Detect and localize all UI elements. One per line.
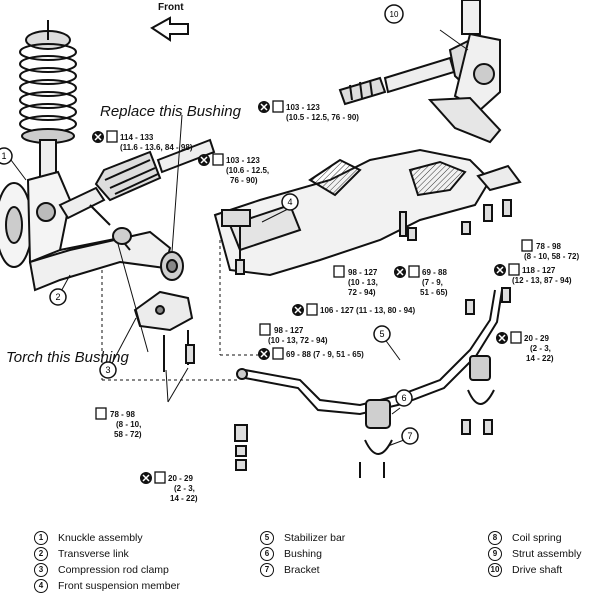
torque-spec: 118 - 127 (12 - 13, 87 - 94) bbox=[494, 263, 572, 285]
part-number-7: 7 bbox=[401, 427, 419, 445]
torque-spec: 114 - 133 (11.6 - 13.6, 84 - 98) bbox=[92, 130, 193, 152]
knuckle-right bbox=[427, 0, 502, 144]
stabilizer-bushing bbox=[365, 355, 491, 429]
coil-spring-strut bbox=[19, 20, 77, 181]
svg-text:2: 2 bbox=[55, 292, 60, 302]
svg-text:7: 7 bbox=[407, 431, 412, 441]
svg-text:(8 - 10, 58 - 72): (8 - 10, 58 - 72) bbox=[524, 252, 579, 261]
svg-text:14 - 22): 14 - 22) bbox=[526, 354, 554, 363]
callout-torch-bushing: Torch this Bushing bbox=[6, 349, 130, 366]
stabilizer-bracket bbox=[359, 389, 495, 478]
svg-text:69 - 88 (7 - 9, 51 - 65): 69 - 88 (7 - 9, 51 - 65) bbox=[286, 350, 364, 359]
svg-text:78 - 98: 78 - 98 bbox=[536, 242, 561, 251]
svg-text:(2 - 3,: (2 - 3, bbox=[174, 484, 195, 493]
bushing-replace bbox=[160, 251, 184, 281]
knuckle-hub bbox=[0, 170, 72, 268]
svg-text:1: 1 bbox=[1, 151, 6, 161]
torque-spec: 98 - 127 (10 - 13, 72 - 94) bbox=[333, 265, 378, 297]
svg-text:10: 10 bbox=[390, 10, 399, 19]
front-arrow-icon bbox=[150, 16, 189, 42]
torque-spec: 106 - 127 (11 - 13, 80 - 94) bbox=[292, 303, 416, 316]
part-number-5: 5 bbox=[373, 325, 391, 343]
torque-spec: 98 - 127 (10 - 13, 72 - 94) bbox=[259, 323, 328, 345]
leader-lines bbox=[7, 29, 469, 447]
part-number-10: 10 bbox=[384, 4, 404, 24]
svg-text:76 - 90): 76 - 90) bbox=[230, 176, 258, 185]
svg-text:69 - 88: 69 - 88 bbox=[422, 268, 447, 277]
front-label: Front bbox=[158, 2, 184, 13]
stabilizer-mount bbox=[476, 164, 522, 192]
svg-text:(11.6 - 13.6, 84 - 98): (11.6 - 13.6, 84 - 98) bbox=[120, 143, 193, 152]
svg-text:(10 - 13, 72 - 94): (10 - 13, 72 - 94) bbox=[268, 336, 328, 345]
svg-text:(10 - 13,: (10 - 13, bbox=[348, 278, 378, 287]
part-number-2: 2 bbox=[49, 288, 67, 306]
svg-text:20 - 29: 20 - 29 bbox=[524, 334, 549, 343]
compression-rod-clamp bbox=[133, 290, 194, 372]
bolts bbox=[89, 199, 512, 471]
svg-text:14 - 22): 14 - 22) bbox=[170, 494, 198, 503]
svg-text:98 - 127: 98 - 127 bbox=[274, 326, 304, 335]
svg-text:58 - 72): 58 - 72) bbox=[114, 430, 142, 439]
torque-spec: 69 - 88 (7 - 9, 51 - 65) bbox=[394, 265, 448, 297]
svg-text:72 - 94): 72 - 94) bbox=[348, 288, 376, 297]
svg-text:6: 6 bbox=[401, 393, 406, 403]
svg-text:3: 3 bbox=[105, 365, 110, 375]
svg-text:114 - 133: 114 - 133 bbox=[120, 133, 154, 142]
svg-text:20 - 29: 20 - 29 bbox=[168, 474, 193, 483]
part-number-3: 3 bbox=[99, 361, 117, 379]
svg-text:(8 - 10,: (8 - 10, bbox=[116, 420, 141, 429]
drive-shaft-left bbox=[58, 138, 216, 220]
torque-spec: 69 - 88 (7 - 9, 51 - 65) bbox=[258, 347, 364, 360]
torque-spec: 103 - 123 (10.6 - 12.5, 76 - 90) bbox=[198, 153, 269, 185]
svg-text:98 - 127: 98 - 127 bbox=[348, 268, 378, 277]
svg-text:4: 4 bbox=[287, 197, 292, 207]
svg-text:118 - 127: 118 - 127 bbox=[522, 266, 556, 275]
part-number-6: 6 bbox=[395, 389, 413, 407]
svg-text:(10.5 - 12.5, 76 - 90): (10.5 - 12.5, 76 - 90) bbox=[286, 113, 359, 122]
torque-spec: 20 - 29 (2 - 3, 14 - 22) bbox=[140, 471, 198, 503]
torque-spec: 20 - 29 (2 - 3, 14 - 22) bbox=[496, 331, 554, 363]
part-number-4: 4 bbox=[281, 193, 299, 211]
svg-text:(7 - 9,: (7 - 9, bbox=[422, 278, 443, 287]
torque-spec: 103 - 123 (10.5 - 12.5, 76 - 90) bbox=[258, 100, 359, 122]
svg-text:103 - 123: 103 - 123 bbox=[226, 156, 260, 165]
part-number-1: 1 bbox=[0, 147, 13, 165]
callout-replace-bushing: Replace this Bushing bbox=[100, 103, 242, 120]
torque-spec: 78 - 98 (8 - 10, 58 - 72) bbox=[95, 407, 142, 439]
torque-spec: 78 - 98 (8 - 10, 58 - 72) bbox=[521, 239, 579, 261]
svg-text:(10.6 - 12.5,: (10.6 - 12.5, bbox=[226, 166, 269, 175]
svg-text:(12 - 13, 87 - 94): (12 - 13, 87 - 94) bbox=[512, 276, 572, 285]
bushing-torch bbox=[112, 227, 132, 245]
svg-text:5: 5 bbox=[379, 329, 384, 339]
svg-text:106 - 127 (11 - 13, 80 - 94): 106 - 127 (11 - 13, 80 - 94) bbox=[320, 306, 416, 315]
svg-text:(2 - 3,: (2 - 3, bbox=[530, 344, 551, 353]
svg-text:103 - 123: 103 - 123 bbox=[286, 103, 320, 112]
svg-text:78 - 98: 78 - 98 bbox=[110, 410, 135, 419]
svg-text:51 - 65): 51 - 65) bbox=[420, 288, 448, 297]
